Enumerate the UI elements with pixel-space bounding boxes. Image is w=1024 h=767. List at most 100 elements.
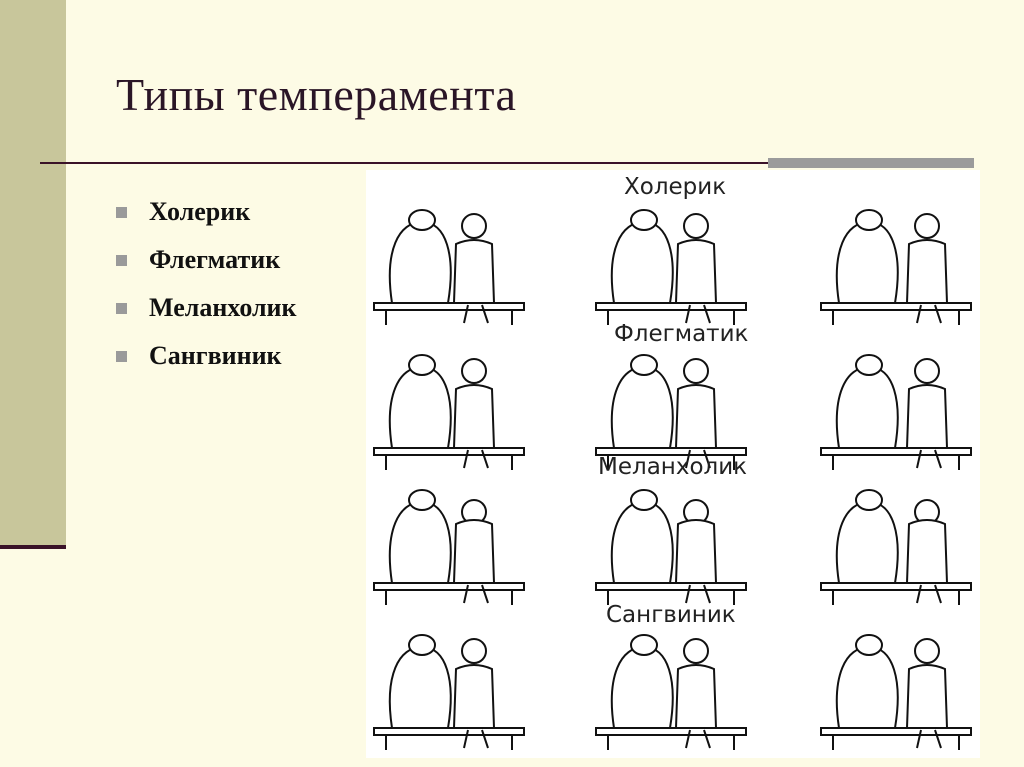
title-underline [40, 162, 974, 164]
bench-seat [373, 727, 525, 736]
caption-melancholic: Меланхолик [598, 454, 747, 480]
list-item-label: Флегматик [149, 245, 281, 274]
person-head [461, 358, 487, 384]
person-head [683, 358, 709, 384]
temperament-cartoon: Холерик Флегматик Меланхолик Сангвиник [366, 170, 980, 758]
person-back [388, 645, 452, 729]
person-legs [685, 449, 711, 469]
bench-seat [595, 302, 747, 311]
person-legs [916, 449, 942, 469]
person-legs [685, 729, 711, 749]
person-head [914, 358, 940, 384]
person-legs [916, 729, 942, 749]
person-legs [463, 729, 489, 749]
left-accent-band [0, 0, 66, 548]
person-head [855, 209, 883, 231]
person-head [914, 213, 940, 239]
person-body [905, 519, 949, 584]
list-item: Холерик [116, 188, 297, 236]
person-legs [916, 584, 942, 604]
bench-seat [820, 447, 972, 456]
person-body [674, 519, 718, 584]
list-item: Флегматик [116, 236, 297, 284]
list-item-label: Холерик [149, 197, 251, 226]
person-back [835, 220, 899, 304]
bench-seat [595, 582, 747, 591]
person-head [408, 634, 436, 656]
person-legs [463, 304, 489, 324]
person-legs [685, 304, 711, 324]
cartoon-panel [820, 354, 972, 470]
person-body [452, 519, 496, 584]
person-back [388, 220, 452, 304]
person-body [452, 239, 496, 304]
temperament-list: Холерик Флегматик Меланхолик Сангвиник [116, 188, 297, 380]
person-body [674, 664, 718, 729]
cartoon-panel [373, 354, 525, 470]
person-body [452, 384, 496, 449]
person-head [914, 638, 940, 664]
person-back [388, 500, 452, 584]
cartoon-panel [820, 634, 972, 750]
list-item-label: Меланхолик [149, 293, 297, 322]
caption-sanguine: Сангвиник [606, 602, 736, 628]
person-back [835, 500, 899, 584]
cartoon-drawing: Холерик Флегматик Меланхолик Сангвиник [373, 174, 972, 750]
person-head [855, 354, 883, 376]
bench-seat [820, 302, 972, 311]
person-head [408, 354, 436, 376]
person-back [610, 220, 674, 304]
person-legs [463, 449, 489, 469]
person-head [630, 489, 658, 511]
cartoon-panel [595, 209, 747, 325]
person-body [905, 664, 949, 729]
square-bullet-icon [116, 206, 127, 218]
list-item: Сангвиник [116, 332, 297, 380]
bench-seat [373, 302, 525, 311]
person-head [630, 209, 658, 231]
person-back [835, 365, 899, 449]
person-body [674, 384, 718, 449]
cartoon-panel [595, 354, 747, 470]
list-item-label: Сангвиник [149, 341, 282, 370]
cartoon-panel [373, 634, 525, 750]
square-bullet-icon [116, 254, 127, 266]
slide-title: Типы темперамента [116, 69, 517, 120]
person-head [408, 489, 436, 511]
person-head [630, 354, 658, 376]
list-item: Меланхолик [116, 284, 297, 332]
cartoon-panel [820, 209, 972, 325]
person-back [388, 365, 452, 449]
cartoon-panel [373, 209, 525, 325]
person-body [905, 384, 949, 449]
person-legs [916, 304, 942, 324]
bench-seat [595, 727, 747, 736]
person-body [674, 239, 718, 304]
person-head [408, 209, 436, 231]
person-body [452, 664, 496, 729]
title-accent-bar [768, 158, 974, 168]
bench-seat [820, 727, 972, 736]
caption-choleric: Холерик [624, 174, 726, 200]
person-head [461, 213, 487, 239]
person-head [630, 634, 658, 656]
person-head [855, 489, 883, 511]
cartoon-panel [820, 489, 972, 605]
person-legs [685, 584, 711, 604]
person-body [905, 239, 949, 304]
left-accent-rule [0, 545, 66, 549]
square-bullet-icon [116, 302, 127, 314]
person-head [855, 634, 883, 656]
person-head [683, 638, 709, 664]
person-legs [463, 584, 489, 604]
person-back [610, 645, 674, 729]
square-bullet-icon [116, 350, 127, 362]
caption-phlegmatic: Флегматик [614, 321, 749, 347]
person-back [610, 500, 674, 584]
person-back [835, 645, 899, 729]
bench-seat [373, 582, 525, 591]
bench-seat [820, 582, 972, 591]
bench-seat [373, 447, 525, 456]
person-head [683, 213, 709, 239]
cartoon-panel [595, 634, 747, 750]
